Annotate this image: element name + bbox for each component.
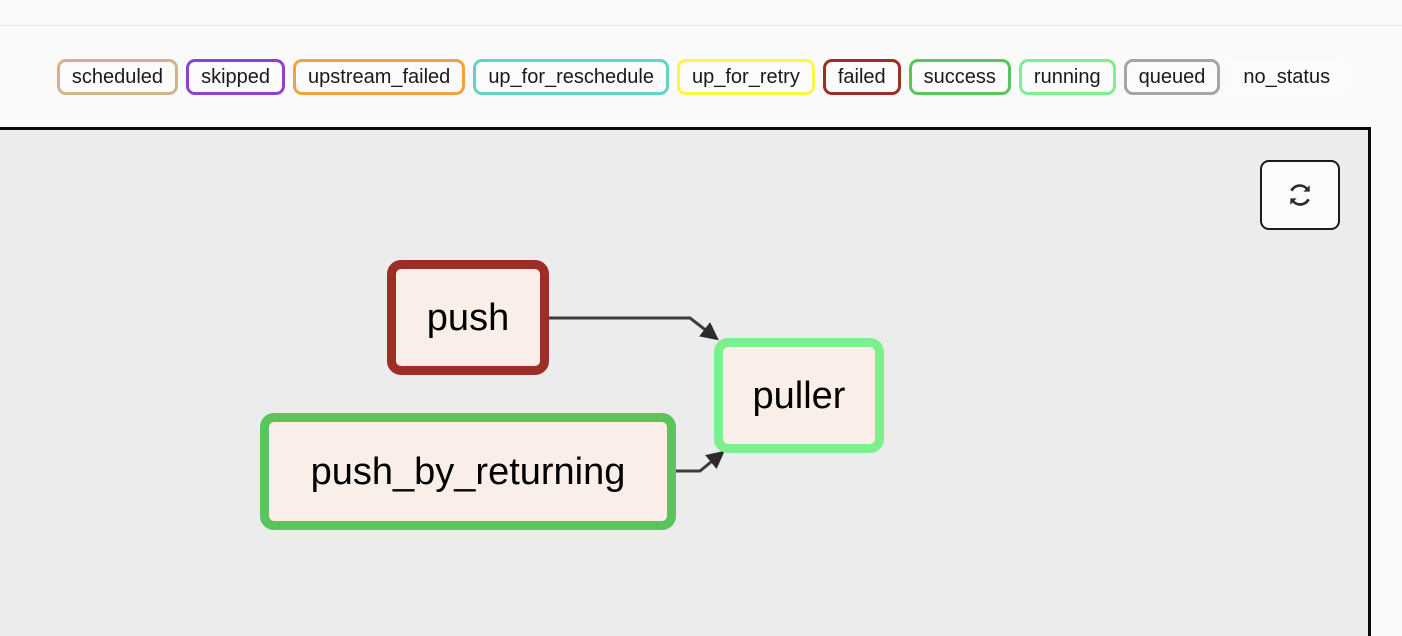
legend-badge-label: no_status	[1243, 66, 1331, 88]
refresh-icon	[1285, 180, 1315, 210]
graph-node-label: puller	[752, 374, 846, 417]
legend-badge-running[interactable]: running	[1018, 59, 1116, 95]
legend-badge-queued[interactable]: queued	[1123, 59, 1221, 95]
legend-badge-failed[interactable]: failed	[822, 59, 901, 95]
legend-badge-label: failed	[837, 66, 886, 88]
edge-push-by-returning-to-puller	[676, 450, 725, 473]
header-divider	[0, 25, 1402, 26]
legend-badge-no-status[interactable]: no_status	[1228, 59, 1346, 95]
graph-node-push[interactable]: push	[387, 260, 549, 375]
legend-badge-label: up_for_reschedule	[488, 66, 654, 88]
task-status-legend: scheduled skipped upstream_failed up_for_re…	[0, 52, 1402, 102]
legend-badge-label: scheduled	[71, 66, 164, 88]
legend-badge-success[interactable]: success	[908, 59, 1011, 95]
graph-edge-layer	[549, 316, 725, 473]
legend-badge-label: skipped	[201, 66, 270, 88]
graph-node-puller[interactable]: puller	[714, 338, 884, 453]
legend-badge-skipped[interactable]: skipped	[186, 59, 285, 95]
legend-badge-label: upstream_failed	[308, 66, 451, 88]
legend-badge-label: up_for_retry	[692, 66, 800, 88]
legend-badge-upstream-failed[interactable]: upstream_failed	[293, 59, 466, 95]
legend-badge-scheduled[interactable]: scheduled	[56, 59, 179, 95]
legend-badge-up-for-reschedule[interactable]: up_for_reschedule	[473, 59, 669, 95]
legend-badge-label: running	[1033, 66, 1101, 88]
legend-badge-label: queued	[1138, 66, 1206, 88]
graph-panel: push push_by_returning puller	[0, 127, 1371, 636]
graph-node-label: push	[426, 296, 510, 339]
legend-badge-up-for-retry[interactable]: up_for_retry	[677, 59, 815, 95]
edge-push-to-puller	[549, 316, 719, 341]
graph-node-push-by-returning[interactable]: push_by_returning	[260, 413, 676, 530]
legend-badge-label: success	[923, 66, 996, 88]
refresh-button[interactable]	[1260, 160, 1340, 230]
graph-node-label: push_by_returning	[310, 450, 626, 493]
